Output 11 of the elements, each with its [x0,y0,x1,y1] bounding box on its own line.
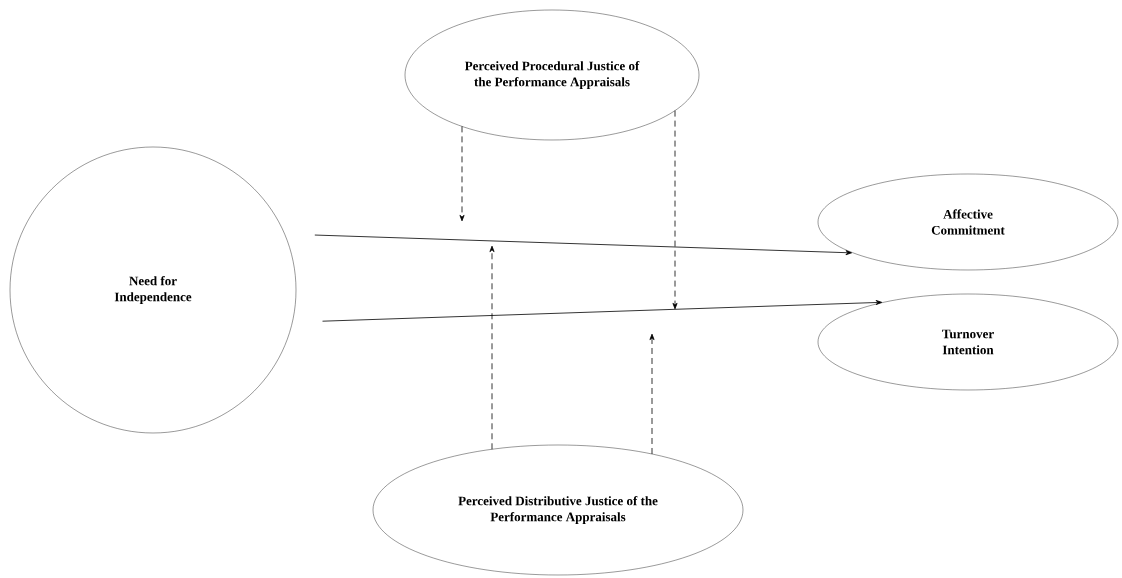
ellipse-node: Affective Commitment [817,173,1119,271]
ellipse-node: Perceived Procedural Justice of the Performance Appraisals [404,9,700,141]
circle-node: Need for Independence [9,146,297,434]
arrow [672,110,678,310]
arrow [649,333,655,455]
ellipse-node: Perceived Distributive Justice of the Performance Appraisals [372,444,744,576]
arrow [489,245,495,450]
arrow [459,126,465,222]
arrow [322,300,883,322]
arrow [314,234,852,256]
ellipse-node: Turnover Intention [817,293,1119,391]
